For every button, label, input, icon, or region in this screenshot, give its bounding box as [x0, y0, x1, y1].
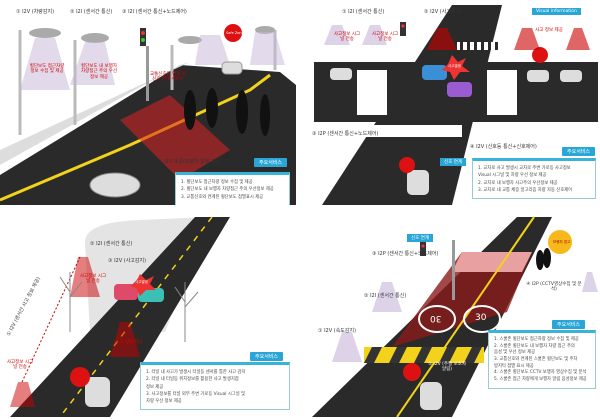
i2p-cctv-label: ④ I2P (CCTV영상수집 및 분석): [526, 282, 582, 293]
service-item: Visual 시그널 및 차량 우선 정보 제공: [478, 173, 547, 179]
service-item: 2. 횡단보도 내 보행자 차량접근 주의 우선정보 제공: [181, 187, 274, 193]
note: 교통신호와 연계 된 신호 연계 서비스: [150, 72, 186, 83]
service-item: 3. 교통신호와 연계된 스쿨존 횡단보도 및 주차: [494, 356, 578, 362]
service-item: 방지턱 점멸 표시 제공: [494, 363, 534, 369]
i2v-pedestrian-label: ④ I2V 제공(보행자 알림 제공): [158, 159, 223, 165]
i2v-signal-label: ④ I2V (신호등 통신+신호제어): [470, 144, 537, 150]
visual-information-tag: Visual information: [532, 8, 581, 15]
service-item: 1. 횡단보도 접근차량 정보 수집 및 제공: [181, 180, 253, 185]
note: 사고정보 시그널 전송: [79, 274, 107, 285]
note: 사고 정보 제공: [115, 340, 143, 345]
service-title: 주요서비스: [254, 158, 288, 167]
note: 사고정보 시그널 전송: [6, 360, 34, 371]
i2i-node-label: ③ I2I (센서간 통신+노드제어): [122, 9, 187, 15]
crosswalk-illustration: [0, 24, 296, 205]
school-zone-illustration: [312, 216, 598, 417]
intersection-illustration: [314, 5, 598, 205]
i2i-label: ② I2I (센서간 통신): [70, 9, 113, 15]
safe-zone-badge: Safe Zone: [226, 31, 244, 35]
service-item: 차량 우선 정보 제공: [146, 399, 182, 405]
note: 사고정보 시그널 전송: [371, 32, 399, 43]
service-item: 5. 스쿨존 접근 차량에게 보행자 알림 음성정보 제공: [494, 376, 587, 382]
speed-marking: 30: [475, 313, 487, 323]
service-item: 1. 스쿨존 횡단보도 접근차량 정보 수집 및 제공: [494, 337, 579, 342]
signal-link-tag: 신호 연계: [407, 234, 433, 242]
school-zone-scenario-panel: 신호 연계 ③ I2P (센서간 통신+노드제어) ② I2I (센서간 통신)…: [302, 212, 598, 417]
service-title: 주요서비스: [562, 147, 596, 156]
i2i-label: ② I2I (센서간 통신): [364, 293, 407, 299]
note: 사고 정보 제공: [535, 28, 563, 33]
service-item: 3. 사고정보를 터널 외부 주변 가로등 Visual 시그널 및: [146, 391, 246, 397]
service-box: 1. 교차로 사고 발생시 교차로 주변 가로등 사고정보 Visual 시그널…: [472, 158, 596, 200]
service-item: 1. 교차로 사고 발생시 교차로 주변 가로등 사고정보: [478, 166, 571, 171]
service-box: 1. 횡단보도 접근차량 정보 수집 및 제공 2. 횡단보도 내 보행자 차량…: [175, 172, 290, 205]
service-item: 2. 스쿨존 횡단보도 내 보행자 차량 접근 주의: [494, 343, 575, 349]
note: 횡단보도 접근차량 정보 수집 및 제공: [29, 64, 65, 75]
service-box: 1. 스쿨존 횡단보도 접근차량 정보 수집 및 제공 2. 스쿨존 횡단보도 …: [488, 330, 596, 389]
i2p-label: ③ I2P (센서간 통신+노드제어): [372, 251, 439, 257]
service-item: 4. 스쿨존 횡단보도 CCTV 보행자 영상수집 및 분석: [494, 370, 587, 376]
i2v-label: ① I2V (차량감지): [16, 9, 55, 15]
service-item: 2. 터널 내 터널등 위치정보를 활용한 사고 발생지점: [146, 377, 239, 383]
note: 사고정보 시그널 전송: [333, 32, 361, 43]
crosswalk-scenario-panel: ① I2V (차량감지) ② I2I (센서간 통신) ③ I2I (센서간 통…: [0, 0, 296, 205]
i2v-accident-label: ③ I2V (사고감지): [108, 258, 147, 264]
service-title: 주요서비스: [250, 352, 284, 361]
speed-marking-reversed: 30: [430, 313, 442, 323]
intersection-scenario-panel: ① I2I (센서간 통신) ② I2V (사고감지) ③ I2P (센서간 통…: [302, 0, 598, 205]
service-title: 주요서비스: [552, 320, 586, 329]
service-item: 음성 및 우선 정보 제공: [494, 350, 536, 356]
tunnel-illustration: [10, 216, 230, 417]
accident-burst: 사고발생: [135, 280, 148, 284]
i2p-label: ③ I2P (센서간 통신+노드제어): [312, 131, 379, 137]
i2v-guardian-label: ⑤ I2V (주행 보호자 알림): [427, 362, 467, 373]
i2v-speed-label: ① I2V (속도감지): [318, 328, 357, 334]
tunnel-scenario-panel: ② I2I (센서간 통신) ③ I2V (사고감지) ① I2V (센서간 사…: [0, 212, 296, 417]
i2i-label: ② I2I (센서간 통신): [90, 241, 133, 247]
service-item: 1. 터널 내 사고가 발생시 터널등 센서를 통한 사고 감지: [146, 370, 246, 375]
service-item: 3. 교통신호와 연계된 횡단보도 점멸표시 제공: [181, 194, 264, 200]
service-item: 3. 교차로 내 교통 체증 알고리즘 차량 자동 신호제어: [478, 187, 573, 193]
service-item: 2. 교차로 내 보행자 사고주의 우선정보 제공: [478, 180, 558, 186]
pedestrian-warning: 보행자 경고: [553, 240, 571, 244]
i2v-accident-label: ② I2V (사고감지): [424, 9, 463, 15]
i2i-label: ① I2I (센서간 통신): [342, 9, 385, 15]
signal-link-tag: 신호 연계: [440, 158, 466, 166]
accident-burst: 사고발생: [448, 64, 461, 68]
note: 횡단보도 내 보행자 차량접근 주의 우선 정보 제공: [81, 64, 117, 80]
service-box: 1. 터널 내 사고가 발생시 터널등 센서를 통한 사고 감지 2. 터널 내…: [140, 362, 290, 411]
service-item: 정보 제공: [146, 384, 164, 390]
